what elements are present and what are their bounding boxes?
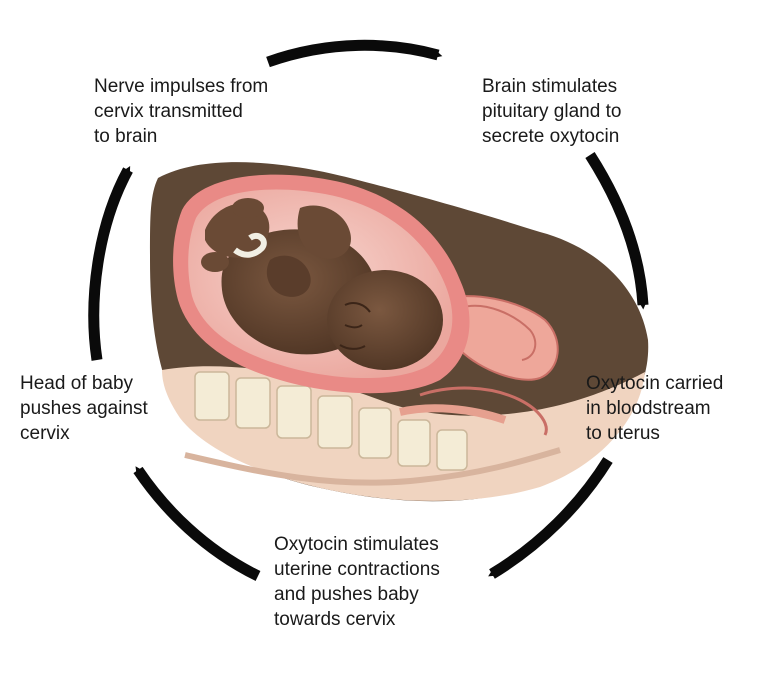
baby-figure — [201, 198, 443, 370]
step-head-pushes: Head of baby pushes against cervix — [20, 371, 148, 446]
spine-vertebrae — [194, 371, 468, 471]
cycle-arrow-icon — [585, 152, 649, 310]
step-line: to uterus — [586, 423, 660, 444]
step-line: pushes against — [20, 398, 148, 419]
cycle-arrows — [88, 39, 649, 581]
step-line: uterine contractions — [274, 559, 440, 580]
uterus-illustration — [150, 162, 649, 502]
step-line: Brain stimulates — [482, 76, 618, 97]
step-line: Oxytocin stimulates — [274, 534, 439, 555]
step-line: Head of baby — [20, 373, 134, 394]
step-line: cervix — [20, 423, 70, 444]
step-line: pituitary gland to — [482, 101, 622, 122]
cycle-arrow-icon — [88, 166, 133, 361]
step-oxytocin-carried: Oxytocin carried in bloodstream to uteru… — [586, 371, 723, 446]
step-line: towards cervix — [274, 609, 396, 630]
step-line: and pushes baby — [274, 584, 419, 605]
cycle-arrow-icon — [488, 457, 613, 579]
step-line: secrete oxytocin — [482, 126, 620, 147]
step-nerve-impulses: Nerve impulses from cervix transmitted t… — [94, 74, 268, 149]
cycle-arrow-icon — [133, 466, 261, 581]
step-line: Nerve impulses from — [94, 76, 269, 97]
step-brain-stimulates: Brain stimulates pituitary gland to secr… — [482, 74, 621, 149]
step-line: Oxytocin carried — [586, 373, 724, 394]
step-oxytocin-stimulates: Oxytocin stimulates uterine contractions… — [274, 532, 440, 632]
step-line: in bloodstream — [586, 398, 711, 419]
cycle-arrow-icon — [266, 39, 443, 68]
step-line: cervix transmitted — [94, 101, 243, 122]
step-line: to brain — [94, 126, 158, 147]
